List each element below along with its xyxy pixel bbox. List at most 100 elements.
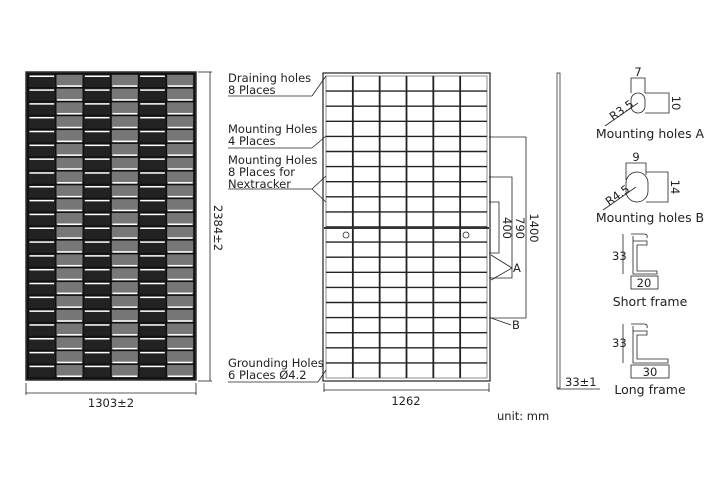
cell-highlight [84, 282, 110, 285]
dim-400-line [489, 201, 500, 254]
solar-cell [167, 171, 194, 184]
ground-symbol [342, 231, 350, 239]
solar-cell [111, 116, 138, 129]
hole-b-height: 14 [668, 180, 682, 195]
cell-highlight [29, 241, 55, 243]
cell-highlight [140, 282, 165, 285]
cell-highlight [167, 251, 193, 253]
cell-highlight [167, 85, 193, 87]
cell-highlight [57, 347, 82, 350]
cell-highlight [167, 126, 193, 129]
cell-highlight [140, 324, 165, 326]
hole-b-caption: Mounting holes B [596, 210, 704, 225]
cell-highlight [167, 154, 193, 156]
cell-highlight [29, 324, 55, 326]
solar-cell [56, 185, 83, 198]
solar-cell [167, 323, 194, 336]
hole-b-width: 9 [632, 150, 639, 164]
solar-cell [167, 157, 194, 170]
long-frame-detail: 33 30 Long frame [612, 323, 686, 397]
solar-cell [56, 143, 83, 157]
long-frame-caption: Long frame [614, 382, 686, 397]
cell-highlight [140, 75, 165, 77]
solar-cell [28, 199, 55, 212]
cell-highlight [29, 186, 55, 188]
cell-highlight [29, 116, 55, 119]
cell-highlight [112, 306, 138, 308]
solar-cell [139, 254, 166, 267]
solar-cell [56, 268, 83, 281]
solar-cell [84, 116, 111, 129]
cell-highlight [57, 292, 82, 295]
cell-highlight [29, 172, 55, 174]
solar-cell [28, 157, 55, 170]
solar-cell [56, 282, 83, 295]
grounding-holes-label: Grounding Holes [228, 356, 324, 370]
solar-cell [139, 337, 166, 350]
solar-cell [167, 199, 194, 212]
cell-highlight [167, 237, 193, 239]
solar-cell [139, 102, 166, 115]
solar-cell [167, 212, 194, 226]
dim-790-line [489, 176, 513, 279]
cell-highlight [140, 172, 165, 174]
solar-cell [139, 309, 166, 322]
cell-highlight [140, 89, 165, 91]
solar-cell [84, 130, 111, 143]
cell-highlight [112, 251, 138, 253]
cell-highlight [29, 144, 55, 147]
cell-highlight [167, 347, 193, 350]
cell-highlight [167, 99, 193, 101]
back-view: Draining holes 8 Places Mounting Holes 4… [228, 71, 541, 408]
solar-cell [84, 88, 111, 101]
solar-cell [56, 364, 83, 378]
long-frame-profile [631, 323, 669, 364]
solar-cell [167, 102, 194, 115]
solar-cell [139, 295, 166, 309]
solar-cell [84, 143, 111, 157]
cell-highlight [29, 282, 55, 285]
solar-cell [111, 157, 138, 170]
hole-a-radius: R3.5 [607, 97, 637, 124]
solar-cell [111, 212, 138, 226]
cell-highlight [29, 158, 55, 160]
cell-highlight [112, 112, 138, 115]
solar-cell [28, 268, 55, 281]
solar-cell [84, 212, 111, 226]
cell-highlight [84, 351, 110, 354]
solar-cell [167, 240, 194, 253]
cell-highlight [29, 338, 55, 340]
cell-highlight [112, 361, 138, 364]
solar-cell [167, 254, 194, 267]
dim-400: 400 [500, 217, 514, 239]
solar-cell [56, 226, 83, 240]
solar-cell [139, 116, 166, 129]
marker-a: A [513, 261, 521, 275]
solar-cell [167, 337, 194, 350]
cell-highlight [112, 264, 138, 267]
solar-cell [84, 199, 111, 212]
cell-highlight [57, 237, 82, 239]
cell-highlight [167, 223, 193, 225]
height-label: 2384±2 [211, 205, 225, 251]
solar-cell [167, 88, 194, 101]
solar-cell [28, 185, 55, 198]
cell-highlight [112, 209, 138, 212]
dim-1400: 1400 [527, 213, 541, 242]
solar-cell [167, 130, 194, 143]
solar-cell [139, 130, 166, 143]
front-cells [28, 74, 194, 378]
solar-cell [139, 143, 166, 157]
unit-label: unit: mm [497, 409, 549, 423]
cell-highlight [140, 255, 165, 257]
cell-highlight [112, 85, 138, 87]
cell-highlight [57, 264, 82, 267]
solar-cell [167, 282, 194, 295]
cell-highlight [29, 75, 55, 77]
cell-highlight [57, 154, 82, 156]
cell-highlight [112, 278, 138, 281]
cell-highlight [140, 144, 165, 147]
solar-cell [139, 185, 166, 198]
solar-cell [139, 323, 166, 336]
solar-cell [111, 351, 138, 364]
